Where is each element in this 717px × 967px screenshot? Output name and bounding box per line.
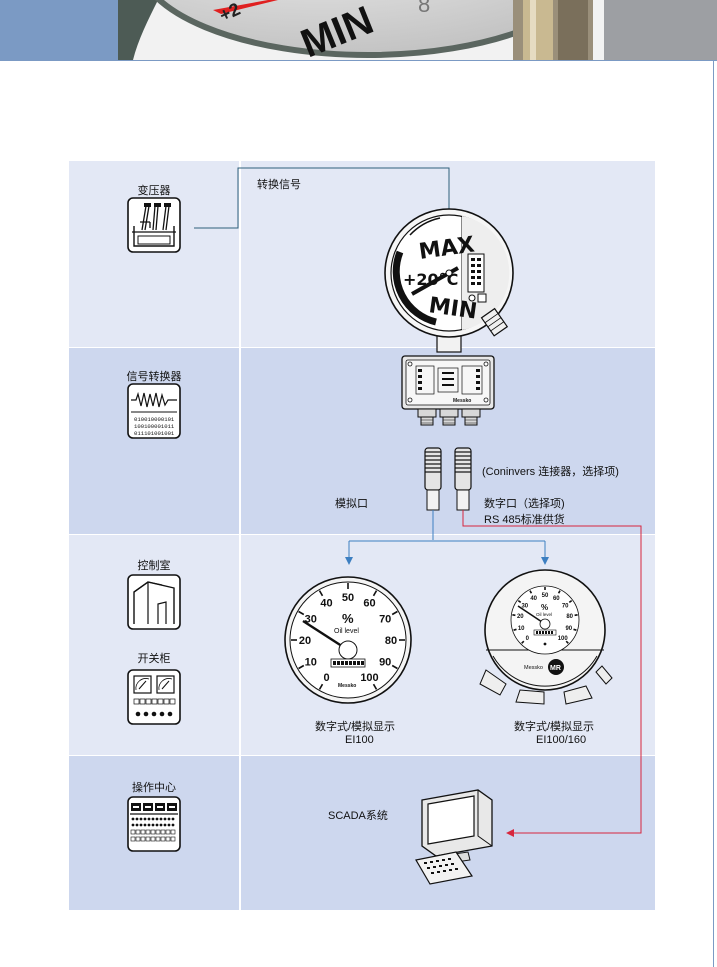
banner-blue-block: [0, 0, 118, 60]
display-right-label: 数字式/模拟显示: [514, 721, 595, 733]
band-right: [241, 756, 655, 910]
digital-port-label: 数字口（选择项): [484, 498, 565, 510]
connector-note: (Coninvers 连接器，选择项): [482, 466, 619, 478]
model-left-label: EI100: [345, 734, 374, 746]
banner-photo: +2 MIN 8: [118, 0, 604, 60]
analog-port-label: 模拟口: [335, 498, 368, 510]
banner-gauge-image: +2 MIN 8: [118, 0, 604, 60]
band-left: [69, 348, 239, 534]
top-banner: +2 MIN 8: [0, 0, 717, 60]
scada-label: SCADA系统: [328, 810, 388, 822]
svg-text:8: 8: [418, 0, 430, 17]
category-operation-center: 操作中心: [132, 782, 176, 794]
category-transformer: 变压器: [137, 185, 171, 197]
model-right-label: EI100/160: [536, 734, 587, 746]
page-edge-line: [713, 60, 714, 967]
category-signal-converter: 信号转换器: [126, 371, 182, 383]
banner-divider: [0, 60, 717, 61]
conversion-signal-label: 转换信号: [257, 179, 301, 191]
category-switch-cabinet: 开关柜: [137, 653, 171, 665]
rs485-label: RS 485标准供货: [484, 514, 565, 526]
display-left-label: 数字式/模拟显示: [315, 721, 396, 733]
category-control-room: 控制室: [137, 560, 171, 572]
banner-gray-block: [604, 0, 717, 60]
band-right: [241, 348, 655, 534]
band-right: [241, 161, 655, 347]
